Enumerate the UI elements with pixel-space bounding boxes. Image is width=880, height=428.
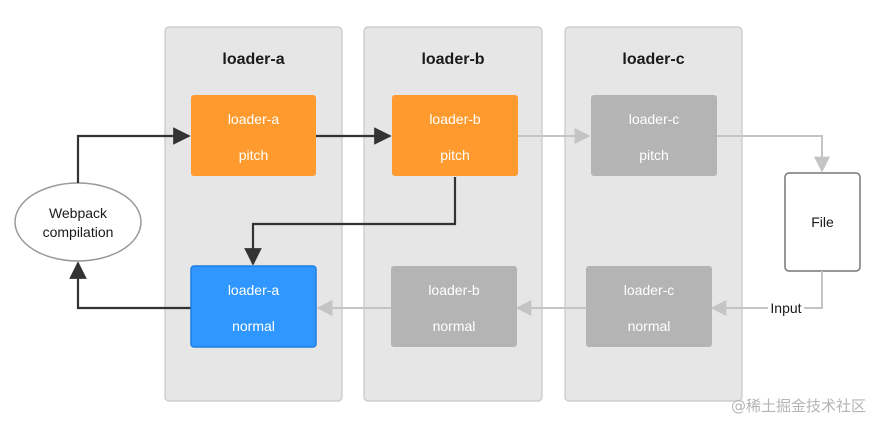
normal-box-loader-a: loader-a normal: [190, 265, 317, 348]
normal-a-line2: normal: [232, 318, 275, 334]
active-path-arrows: [69, 127, 457, 310]
webpack-ellipse: [14, 182, 142, 262]
pitch-rect-loader-b: [392, 95, 518, 176]
arrow-file-to-normal-c: [710, 271, 823, 316]
pitch-b-line2: pitch: [440, 147, 470, 163]
pitch-c-line2: pitch: [639, 147, 669, 163]
webpack-label-line1: Webpack: [49, 205, 108, 221]
watermark: @稀土掘金技术社区: [731, 397, 866, 415]
pitch-rect-loader-a: [191, 95, 316, 176]
normal-c-line2: normal: [628, 318, 671, 334]
arrow-webpack-to-pitch-a: [76, 127, 191, 183]
webpack-compilation-node: Webpack compilation: [14, 182, 142, 262]
pitch-b-line1: loader-b: [429, 111, 481, 127]
webpack-label-line2: compilation: [43, 224, 114, 240]
group-title-loader-c: loader-c: [622, 51, 684, 68]
file-label: File: [811, 214, 834, 230]
input-label-group: Input: [768, 299, 804, 317]
arrow-pitch-c-to-file: [717, 135, 830, 173]
skipped-path-arrows: [316, 128, 830, 316]
normal-box-loader-c: loader-c normal: [586, 266, 712, 347]
normal-rect-loader-a: [190, 265, 317, 348]
normal-b-line2: normal: [433, 318, 476, 334]
pitch-box-loader-b: loader-b pitch: [392, 95, 518, 176]
arrow-pitch-b-to-normal-a: [244, 177, 457, 266]
pitch-c-line1: loader-c: [629, 111, 680, 127]
pitch-box-loader-a: loader-a pitch: [191, 95, 316, 176]
normal-box-loader-b: loader-b normal: [391, 266, 517, 347]
input-label: Input: [770, 300, 801, 316]
normal-rect-loader-c: [586, 266, 712, 347]
normal-b-line1: loader-b: [428, 282, 480, 298]
pitch-rect-loader-c: [591, 95, 717, 176]
normal-c-line1: loader-c: [624, 282, 675, 298]
group-title-loader-b: loader-b: [421, 51, 484, 68]
normal-a-line1: loader-a: [228, 282, 280, 298]
arrow-normal-a-to-webpack: [69, 261, 191, 310]
group-title-loader-a: loader-a: [222, 51, 284, 68]
input-label-bg: [768, 299, 804, 317]
file-node: File: [784, 172, 861, 272]
normal-rect-loader-b: [391, 266, 517, 347]
pitch-a-line2: pitch: [239, 147, 269, 163]
pitch-box-loader-c: loader-c pitch: [591, 95, 717, 176]
pitch-a-line1: loader-a: [228, 111, 280, 127]
